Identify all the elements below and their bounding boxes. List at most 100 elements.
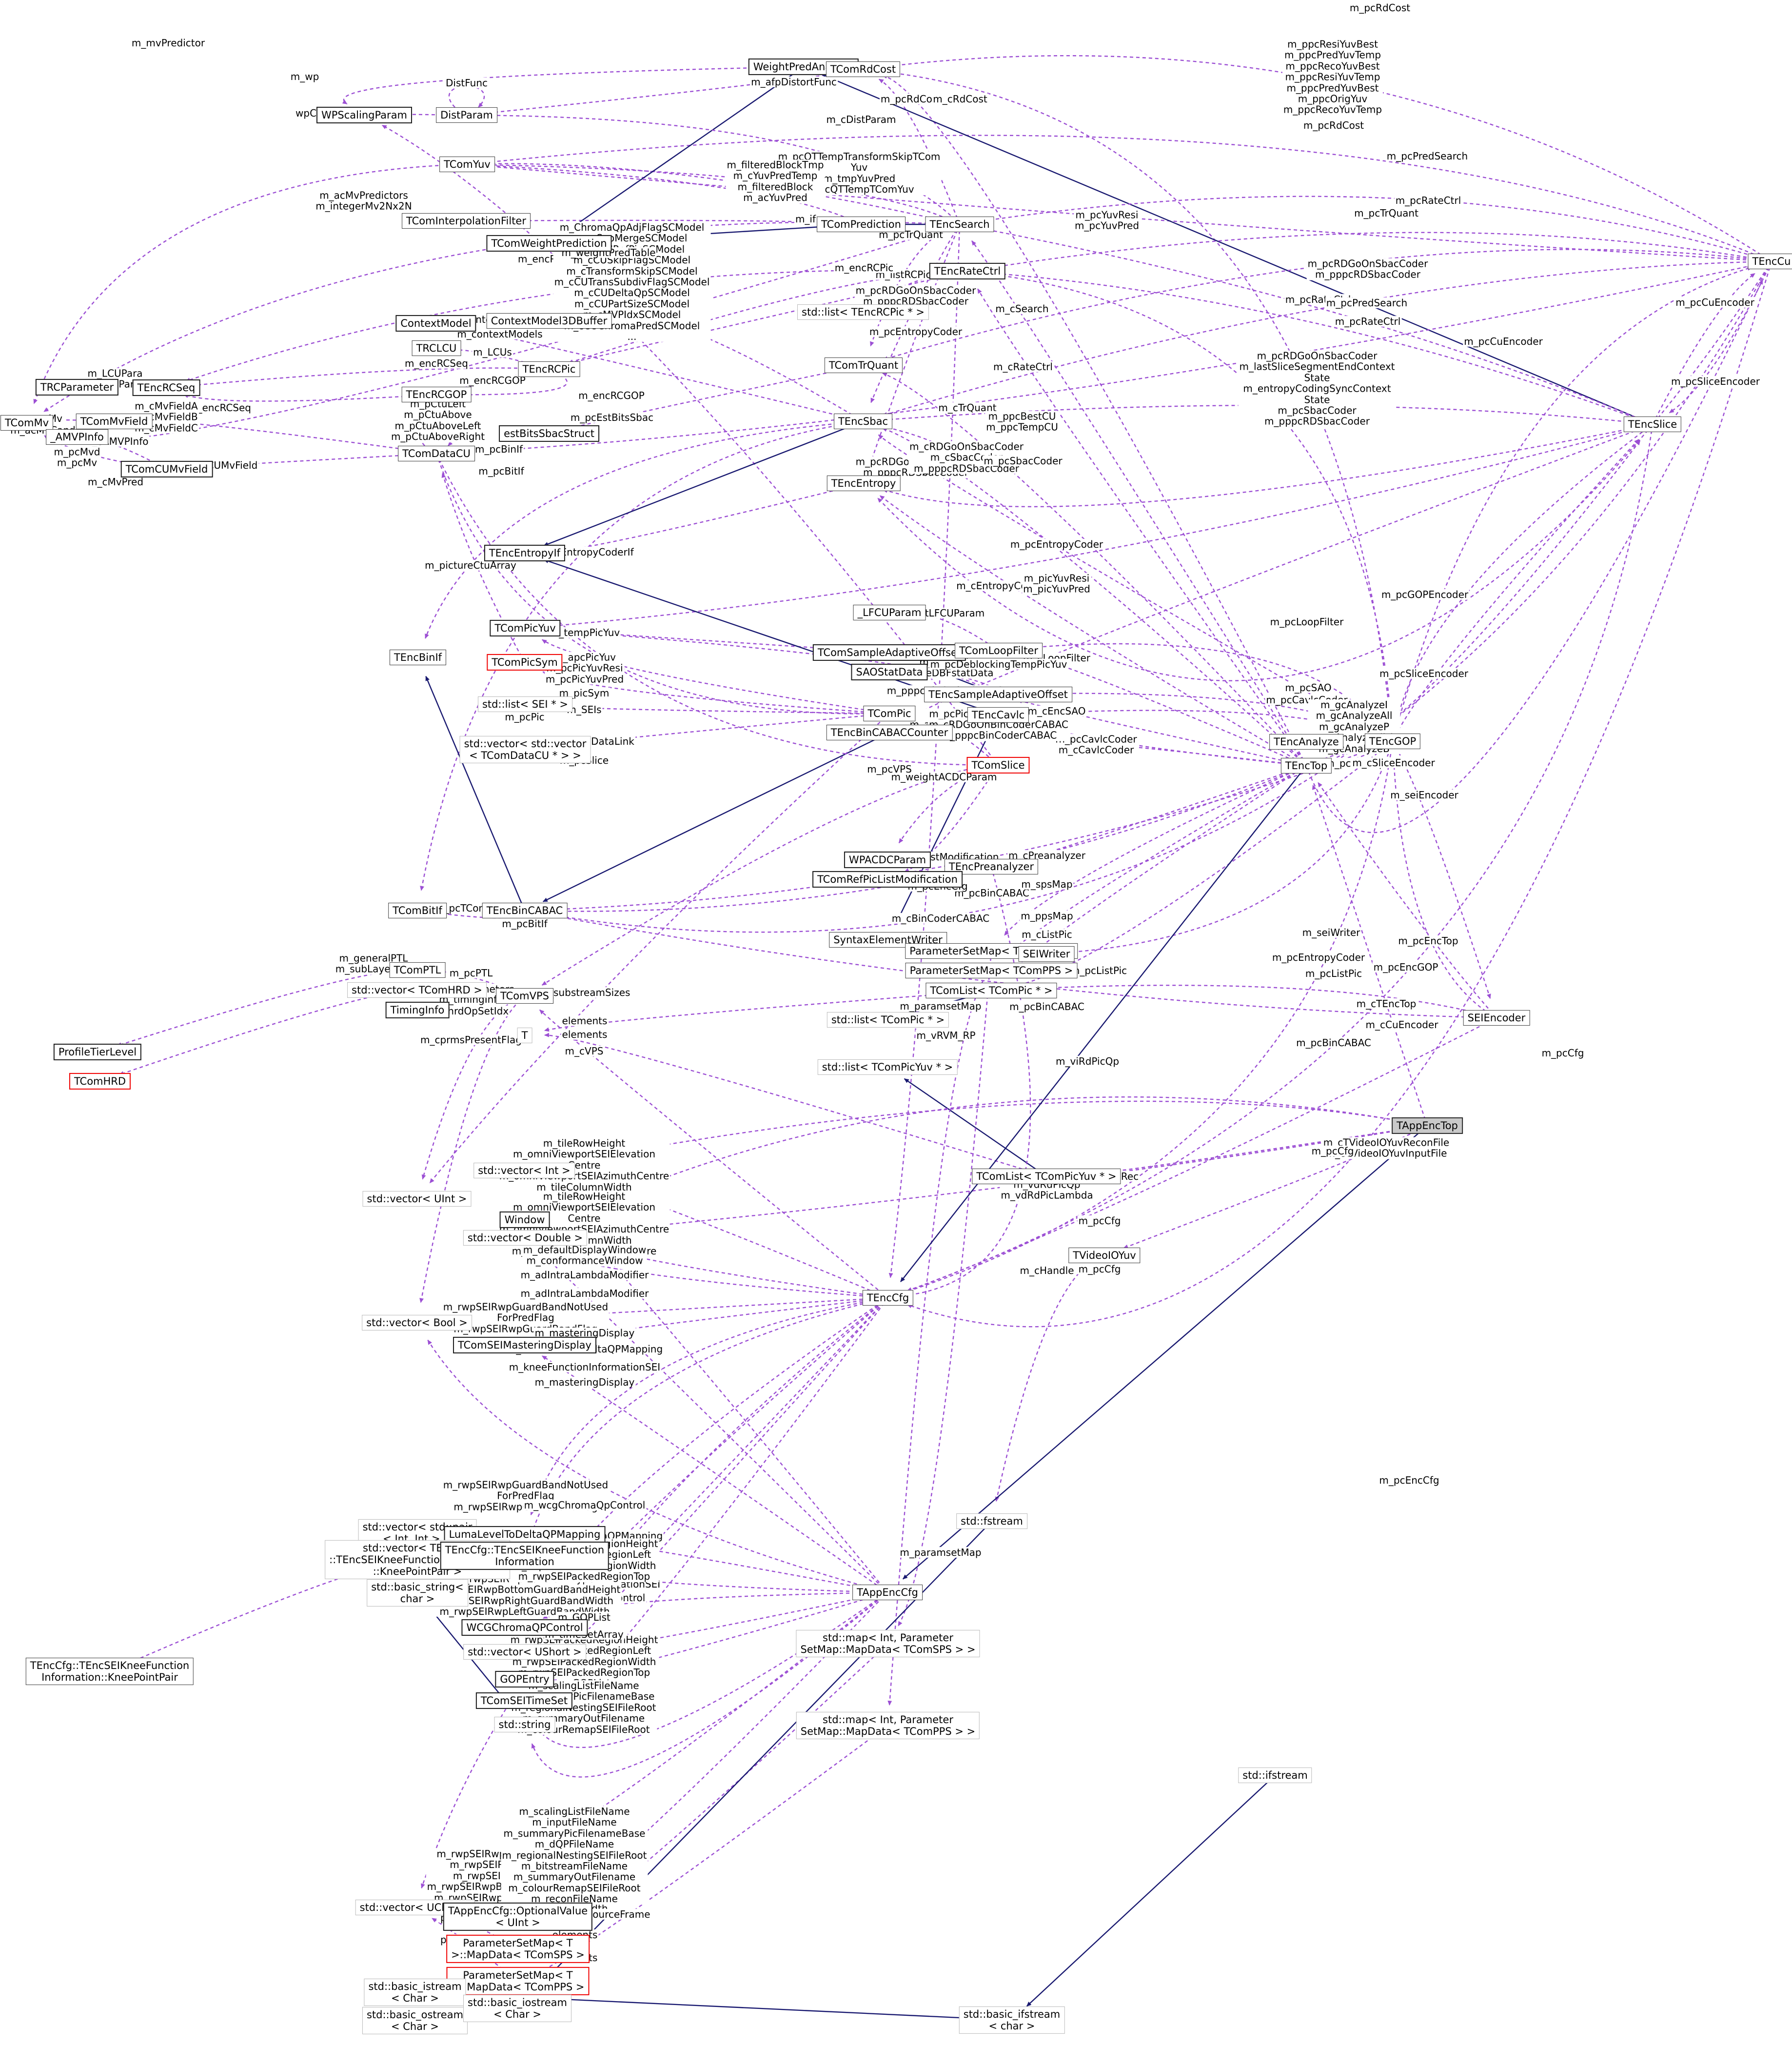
node-std-map-int-parameter[interactable]: std::map< Int, Parameter SetMap::MapData… [796,1711,980,1740]
node-std-vector-std-vector[interactable]: std::vector< std::vector < TComDataCU * … [459,735,591,764]
node-tcommvfield[interactable]: TComMvField [76,413,153,430]
node-tencsearch[interactable]: TEncSearch [925,216,994,233]
node-tcomptl[interactable]: TComPTL [389,962,446,978]
node-gopentry[interactable]: GOPEntry [495,1670,554,1688]
node-tcomloopfilter[interactable]: TComLoopFilter [955,642,1043,659]
node-tcommv[interactable]: TComMv [0,415,54,431]
node-tcompic[interactable]: TComPic [863,705,916,722]
node-lumaleveltodeltaqpmapping[interactable]: LumaLevelToDeltaQPMapping [444,1526,606,1543]
node-tcomseimasteringdisplay[interactable]: TComSEIMasteringDisplay [453,1336,596,1354]
node-estbitssbacstruct[interactable]: estBitsSbacStruct [499,425,599,442]
node-std-ifstream[interactable]: std::ifstream [1238,1767,1312,1784]
node-std-list-sei[interactable]: std::list< SEI * > [477,696,573,713]
node-tenccfg[interactable]: TEncCfg [862,1290,914,1306]
node-std-list-tcompic[interactable]: std::list< TComPic * > [827,1012,949,1028]
node-tcomseitimeset[interactable]: TComSEITimeSet [475,1692,573,1709]
node-tcombitif[interactable]: TComBitIf [388,902,447,919]
node-tcomyuv[interactable]: TComYuv [439,156,495,173]
node-window[interactable]: Window [499,1211,550,1229]
node-tappenccfg-optionalvalue[interactable]: TAppEncCfg::OptionalValue < UInt > [443,1902,593,1931]
node-lfcuparam[interactable]: _LFCUParam [853,604,926,621]
node-tcomhrd[interactable]: TComHRD [69,1073,131,1090]
node-contextmodel3dbuffer[interactable]: ContextModel3DBuffer [486,313,612,329]
node-wcgchromaqpcontrol[interactable]: WCGChromaQPControl [461,1619,588,1636]
node-std-vector-int[interactable]: std::vector< Int > [473,1162,575,1179]
node-tcompicyuv[interactable]: TComPicYuv [490,619,561,637]
node-timinginfo[interactable]: TimingInfo [385,1001,450,1019]
node-parametersetmap-tcompps[interactable]: ParameterSetMap< TComPPS > [905,962,1078,979]
node-tcomvps[interactable]: TComVPS [496,988,553,1004]
node-std-basic-iostream[interactable]: std::basic_iostream < Char > [463,1994,571,2023]
node-wpacdcparam[interactable]: WPACDCParam [844,851,931,869]
edge [1392,266,1753,742]
edge-label: m_pcSliceEncoder [1378,667,1470,679]
node-std-map-int-parameter[interactable]: std::map< Int, Parameter SetMap::MapData… [796,1629,980,1658]
node-std-list-tencrcpic[interactable]: std::list< TEncRCPic * > [797,304,929,320]
node-tcomrdcost[interactable]: TComRdCost [826,61,901,78]
node-tencsbac[interactable]: TEncSbac [833,413,893,430]
node-tencrcgop[interactable]: TEncRCGOP [401,386,472,403]
node-tcomcumvfield[interactable]: TComCUMvField [120,460,213,478]
node-std-string[interactable]: std::string [494,1716,555,1733]
node-tcompicsym[interactable]: TComPicSym [487,654,563,671]
node-tencratectrl[interactable]: TEncRateCtrl [929,262,1006,280]
node-tenccfg-tencseikneefunction[interactable]: TEncCfg::TEncSEIKneeFunction Information… [25,1657,194,1686]
node-tcomlist-tcompicyuv[interactable]: TComList< TComPicYuv * > [972,1168,1121,1185]
node-tcomdatacu[interactable]: TComDataCU [398,445,475,462]
node-tappenctop[interactable]: TAppEncTop [1392,1117,1463,1134]
node-std-vector-bool[interactable]: std::vector< Bool > [362,1314,472,1331]
node-tenccavlc[interactable]: TEncCavlc [967,707,1029,723]
node-seiencoder[interactable]: SEIEncoder [1463,1010,1530,1026]
node-std-basic-ostream[interactable]: std::basic_ostream < Char > [362,2006,468,2035]
node-tencrcpic[interactable]: TEncRCPic [518,361,580,377]
node-seiwriter[interactable]: SEIWriter [1018,946,1075,962]
node-std-vector-tcomhrd[interactable]: std::vector< TComHRD > [347,982,487,998]
node-tencsampleadaptiveoffset[interactable]: TEncSampleAdaptiveOffset [924,686,1072,703]
node-tencrcseq[interactable]: TEncRCSeq [132,379,200,397]
node-parametersetmap-t[interactable]: ParameterSetMap< T >::MapData< TComSPS > [446,1934,590,1964]
node-tcomprediction[interactable]: TComPrediction [817,216,906,233]
node-distparam[interactable]: DistParam [436,107,497,123]
node-tvideoioyuv[interactable]: TVideoIOYuv [1068,1247,1141,1264]
node-std-list-tcompicyuv[interactable]: std::list< TComPicYuv * > [817,1059,958,1075]
node-tcomrefpiclistmodification[interactable]: TComRefPicListModification [812,871,963,888]
node-tcominterpolationfilter[interactable]: TComInterpolationFilter [402,213,531,229]
node-amvpinfo[interactable]: _AMVPInfo [46,429,108,445]
node-std-basic-ifstream[interactable]: std::basic_ifstream < char > [959,2006,1065,2034]
node-trcparameter[interactable]: TRCParameter [35,378,119,396]
node-wpscalingparam[interactable]: WPScalingParam [316,106,413,124]
node-tcomtrquant[interactable]: TComTrQuant [824,357,903,374]
node-std-vector-uint[interactable]: std::vector< UInt > [362,1191,472,1207]
node-contextmodel[interactable]: ContextModel [395,315,476,332]
node-tenctop[interactable]: TEncTop [1280,757,1332,774]
edge [907,866,1031,1297]
node-std-vector-double[interactable]: std::vector< Double > [463,1230,588,1246]
node-t[interactable]: T [517,1027,532,1044]
node-tencentropy[interactable]: TEncEntropy [827,475,901,492]
node-tenccfg-tencseikneefunction[interactable]: TEncCfg::TEncSEIKneeFunction Information [440,1541,610,1570]
edge [429,713,890,1184]
node-tencbinif[interactable]: TEncBinIf [389,649,447,666]
node-saostatdata[interactable]: SAOStatData [851,663,928,681]
node-tenccu[interactable]: TEncCu [1748,253,1792,270]
node-parametersetmap-t[interactable]: ParameterSetMap< T >::MapData< TComPPS > [446,1967,590,1996]
node-tencbincabac[interactable]: TEncBinCABAC [482,902,568,919]
node-trclcu[interactable]: TRCLCU [412,340,461,357]
node-std-fstream[interactable]: std::fstream [956,1513,1027,1530]
node-profiletierlevel[interactable]: ProfileTierLevel [53,1043,142,1061]
node-tcomlist-tcompic[interactable]: TComList< TComPic * > [926,982,1057,999]
node-std-basic-istream[interactable]: std::basic_istream < Char > [364,1978,466,2006]
node-tcomweightprediction[interactable]: TComWeightPrediction [486,235,612,252]
node-tencentropyif[interactable]: TEncEntropyIf [484,544,566,562]
node-tcomsampleadaptiveoffset[interactable]: TComSampleAdaptiveOffset [812,644,966,661]
node-tencgop[interactable]: TEncGOP [1364,733,1421,750]
node-tencslice[interactable]: TEncSlice [1623,416,1682,433]
node-tencanalyze[interactable]: TEncAnalyze [1269,734,1343,750]
node-std-vector-ushort[interactable]: std::vector< UShort > [463,1644,586,1660]
node-std-basic-string[interactable]: std::basic_string< char > [367,1579,468,1607]
edge-label: m_pcDeblockingTempPicYuv [929,658,1068,670]
node-tcomslice[interactable]: TComSlice [966,756,1030,774]
node-tappenccfg[interactable]: TAppEncCfg [852,1584,923,1601]
edge-label: m_pcYuvResi m_pcYuvPred [1073,209,1141,232]
node-tencbincabaccounter[interactable]: TEncBinCABACCounter [826,724,953,741]
